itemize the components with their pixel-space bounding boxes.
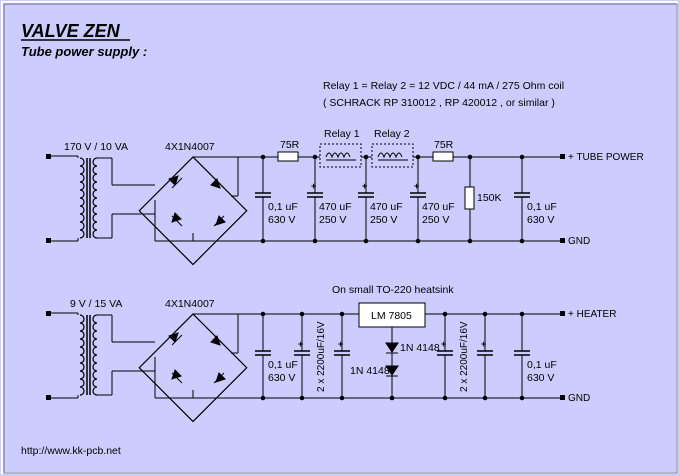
- relay-alternatives-note: ( SCHRACK RP 310012 , RP 420012 , or sim…: [323, 97, 555, 109]
- tube-cap-3-value: 470 uF: [370, 201, 403, 213]
- tube-cap-5-voltage: 630 V: [527, 214, 554, 226]
- tube-cap-4-voltage: 250 V: [422, 214, 449, 226]
- bleeder-resistor: [464, 186, 475, 210]
- tube-supply-circuit: 170 V / 10 VA 4X1N4007 75R Relay 1 Relay…: [46, 128, 644, 266]
- tube-cap-5-value: 0,1 uF: [527, 201, 557, 213]
- diode-1-label: 1N 4148: [400, 342, 440, 354]
- heater-cap-4-value: 0,1 uF: [527, 359, 557, 371]
- tube-cap-1-value: 0,1 uF: [268, 201, 298, 213]
- tube-resistor-2-label: 75R: [434, 139, 454, 151]
- heater-cap-1-value: 0,1 uF: [268, 359, 298, 371]
- page-subtitle: Tube power supply :: [21, 44, 147, 59]
- heater-transformer-label: 9 V / 15 VA: [70, 298, 122, 310]
- heater-supply-circuit: 9 V / 15 VA 4X1N4007 LM 7805 + HEATER GN…: [46, 298, 616, 423]
- heater-cap-1-voltage: 630 V: [268, 372, 295, 384]
- relay-spec-note: Relay 1 = Relay 2 = 12 VDC / 44 mA / 275…: [323, 80, 564, 92]
- heater-cap-3-label: 2 x 2200uF/16V: [459, 321, 470, 392]
- tube-rectifier-label: 4X1N4007: [165, 141, 215, 153]
- bevel-dark: [3, 3, 678, 474]
- tube-ground-label: GND: [568, 236, 590, 247]
- heater-cap-2-label: 2 x 2200uF/16V: [316, 321, 327, 392]
- tube-resistor-2: [432, 151, 454, 162]
- tube-cap-3-voltage: 250 V: [370, 214, 397, 226]
- heater-rectifier-label: 4X1N4007: [165, 298, 215, 310]
- heatsink-note: On small TO-220 heatsink: [332, 284, 454, 296]
- heater-ground-label: GND: [568, 393, 590, 404]
- tube-cap-1-voltage: 630 V: [268, 214, 295, 226]
- footer-url[interactable]: http://www.kk-pcb.net: [21, 445, 121, 457]
- page-title: VALVE ZEN: [21, 21, 121, 41]
- heater-output-label: + HEATER: [568, 309, 616, 320]
- relay-1: [319, 143, 362, 168]
- relay-1-label: Relay 1: [324, 128, 360, 140]
- tube-cap-2-voltage: 250 V: [319, 214, 346, 226]
- voltage-regulator: [358, 302, 426, 328]
- relay-2: [371, 143, 414, 168]
- bleeder-label: 150K: [477, 192, 502, 204]
- heater-cap-4-voltage: 630 V: [527, 372, 554, 384]
- relay-2-label: Relay 2: [374, 128, 410, 140]
- tube-resistor-1-label: 75R: [280, 139, 300, 151]
- regulator-label: LM 7805: [371, 310, 412, 322]
- tube-cap-2-value: 470 uF: [319, 201, 352, 213]
- tube-resistor-1: [277, 151, 299, 162]
- diode-2-label: 1N 4148: [350, 365, 390, 377]
- tube-output-label: + TUBE POWER: [568, 152, 644, 163]
- tube-transformer-label: 170 V / 10 VA: [64, 141, 128, 153]
- tube-cap-4-value: 470 uF: [422, 201, 455, 213]
